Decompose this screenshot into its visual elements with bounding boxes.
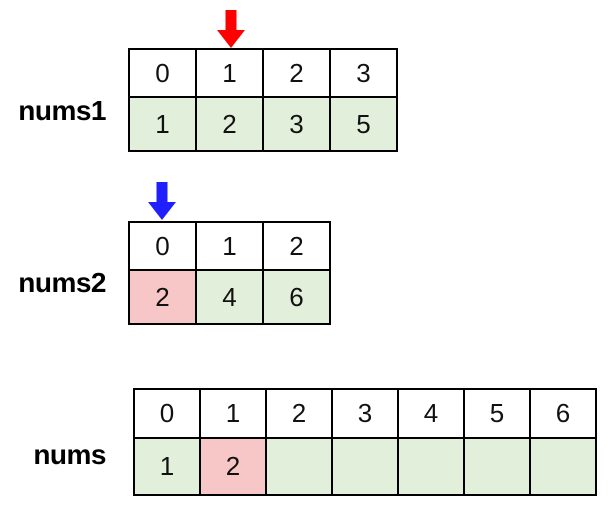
nums-value-cell <box>529 437 597 496</box>
nums1-index-cell: 3 <box>329 48 398 98</box>
nums-value-cell: 2 <box>199 437 267 496</box>
nums2-table: 0 1 2 2 4 6 <box>128 221 331 325</box>
nums1-value-cell: 2 <box>195 96 264 152</box>
nums1-value-cell: 1 <box>128 96 197 152</box>
nums-value-cell <box>265 437 333 496</box>
nums1-index-row: 0 1 2 3 <box>128 48 398 98</box>
nums2-label: nums2 <box>18 267 106 298</box>
nums1-index-cell: 2 <box>262 48 331 98</box>
nums1-value-cell: 5 <box>329 96 398 152</box>
nums-value-cell: 1 <box>133 437 201 496</box>
nums-label: nums <box>33 439 106 470</box>
nums-value-cell <box>331 437 399 496</box>
nums-index-row: 0 1 2 3 4 5 6 <box>133 388 597 439</box>
nums-index-cell: 1 <box>199 388 267 439</box>
nums-index-cell: 0 <box>133 388 201 439</box>
nums1-label: nums1 <box>18 95 106 126</box>
nums1-index-cell: 0 <box>128 48 197 98</box>
nums2-value-cell: 4 <box>195 269 264 325</box>
nums2-value-cell: 6 <box>262 269 331 325</box>
nums2-value-row: 2 4 6 <box>128 269 331 325</box>
nums-value-cell <box>397 437 465 496</box>
nums2-index-cell: 2 <box>262 221 331 271</box>
nums2-index-cell: 0 <box>128 221 197 271</box>
nums1-value-row: 1 2 3 5 <box>128 96 398 152</box>
nums1-table: 0 1 2 3 1 2 3 5 <box>128 48 398 152</box>
nums-index-cell: 5 <box>463 388 531 439</box>
nums1-value-cell: 3 <box>262 96 331 152</box>
nums-value-row: 1 2 <box>133 437 597 496</box>
nums1-index-cell: 1 <box>195 48 264 98</box>
nums2-index-cell: 1 <box>195 221 264 271</box>
nums-index-cell: 6 <box>529 388 597 439</box>
nums2-value-cell: 2 <box>128 269 197 325</box>
nums-value-cell <box>463 437 531 496</box>
nums-index-cell: 2 <box>265 388 333 439</box>
nums2-index-row: 0 1 2 <box>128 221 331 271</box>
nums-table: 0 1 2 3 4 5 6 1 2 <box>133 388 597 496</box>
nums-index-cell: 3 <box>331 388 399 439</box>
blue-down-arrow-icon <box>148 182 176 220</box>
nums-index-cell: 4 <box>397 388 465 439</box>
red-down-arrow-icon <box>217 10 245 48</box>
